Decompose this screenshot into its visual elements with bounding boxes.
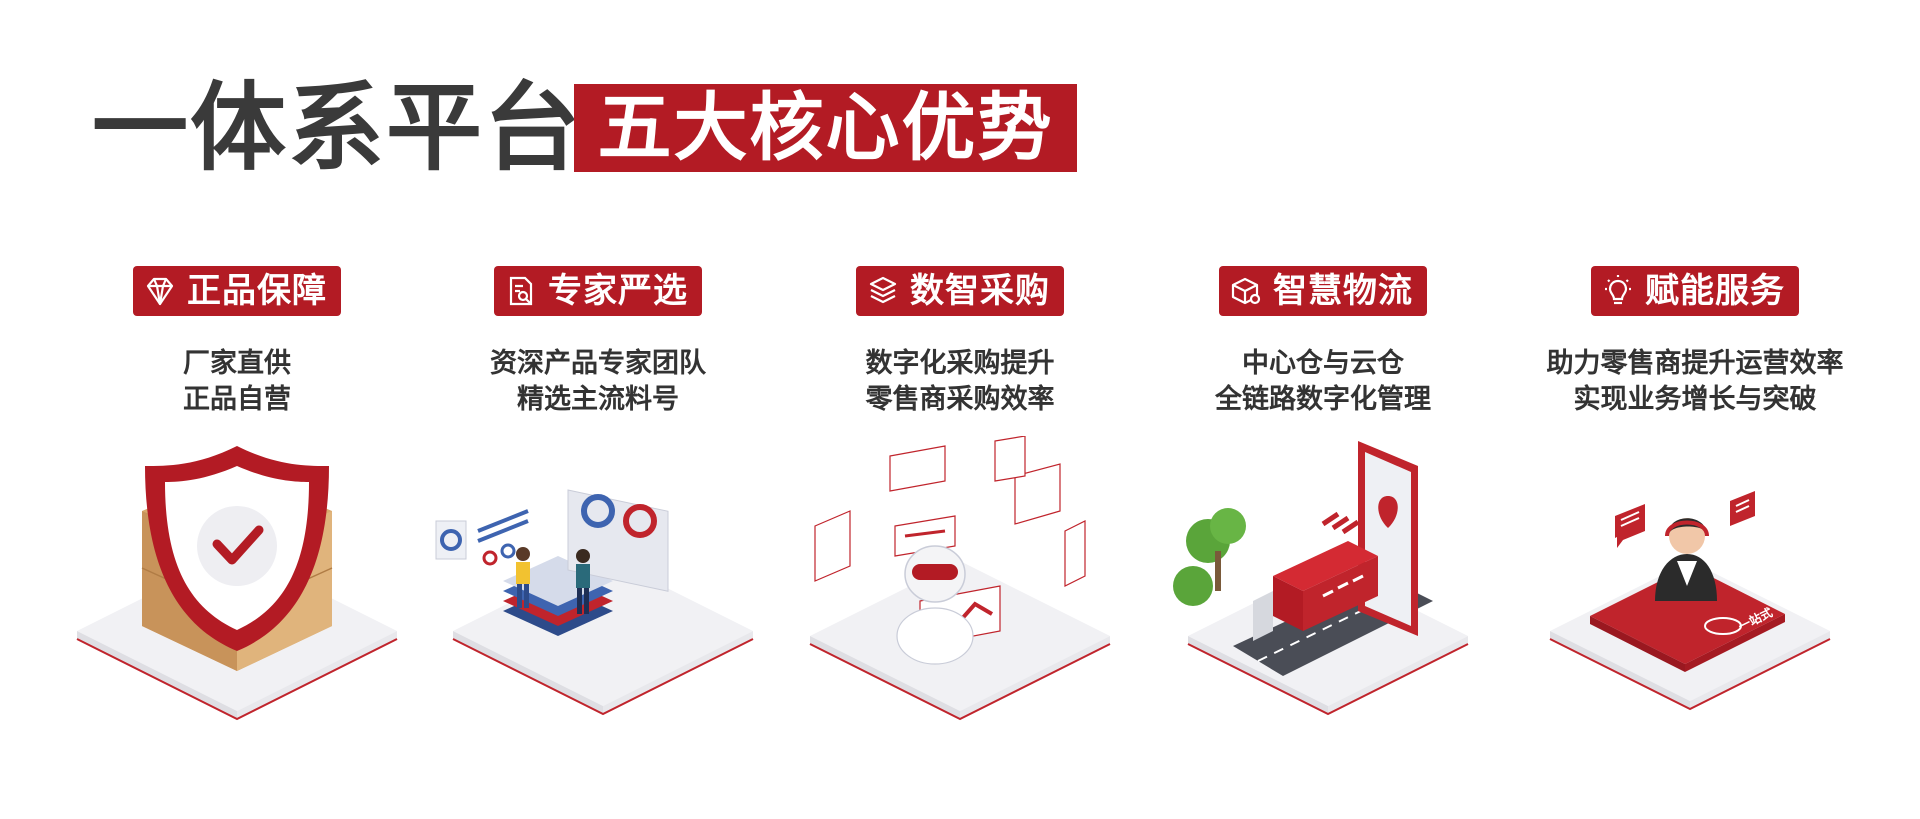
robot-screens-illustration (809, 436, 1111, 721)
desc-line: 中心仓与云仓 (1242, 348, 1404, 379)
desc-line: 资深产品专家团队 (490, 348, 706, 379)
desc-line: 实现业务增长与突破 (1573, 384, 1817, 415)
feature-badge: 数智采购 (856, 266, 1064, 316)
feature-description: 资深产品专家团队 精选主流料号 (408, 346, 788, 418)
feature-badge: 赋能服务 (1591, 266, 1799, 316)
desc-line: 零售商采购效率 (865, 384, 1055, 415)
headline-tag: 五大核心优势 (574, 84, 1077, 172)
lightbulb-icon (1601, 274, 1635, 308)
feature-label: 正品保障 (187, 271, 327, 311)
feature-description: 厂家直供 正品自营 (47, 346, 427, 418)
customer-service-illustration: 一站式 (1549, 491, 1831, 711)
desc-line: 全链路数字化管理 (1215, 384, 1431, 415)
document-search-icon (504, 274, 538, 308)
feature-label: 数智采购 (910, 271, 1050, 311)
feature-authentic: 正品保障 厂家直供 正品自营 (47, 266, 427, 766)
feature-smart-logistics: 智慧物流 中心仓与云仓 全链路数字化管理 (1133, 266, 1513, 766)
feature-digital-procurement: 数智采购 数字化采购提升 零售商采购效率 (770, 266, 1150, 766)
desc-line: 正品自营 (183, 384, 291, 415)
feature-badge: 正品保障 (133, 266, 341, 316)
desc-line: 数字化采购提升 (865, 348, 1055, 379)
feature-description: 数字化采购提升 零售商采购效率 (770, 346, 1150, 418)
diamond-icon (143, 274, 177, 308)
headline-title: 一体系平台 (92, 72, 582, 184)
feature-label: 智慧物流 (1273, 271, 1413, 311)
feature-label: 专家严选 (548, 271, 688, 311)
feature-empowerment-service: 赋能服务 助力零售商提升运营效率 实现业务增长与突破 一站式 (1505, 266, 1885, 766)
phone-truck-illustration (1173, 441, 1469, 716)
experts-dashboard-illustration (435, 489, 754, 716)
feature-description: 助力零售商提升运营效率 实现业务增长与突破 (1505, 346, 1885, 418)
feature-label: 赋能服务 (1645, 271, 1785, 311)
desc-line: 厂家直供 (183, 348, 291, 379)
feature-badge: 专家严选 (494, 266, 702, 316)
page-headline: 一体系平台 五大核心优势 (92, 72, 1077, 184)
feature-description: 中心仓与云仓 全链路数字化管理 (1133, 346, 1513, 418)
stacked-data-icon (866, 274, 900, 308)
feature-badge: 智慧物流 (1219, 266, 1427, 316)
desc-line: 助力零售商提升运营效率 (1546, 348, 1844, 379)
feature-expert-selection: 专家严选 资深产品专家团队 精选主流料号 (408, 266, 788, 766)
package-icon (1229, 274, 1263, 308)
desc-line: 精选主流料号 (517, 384, 679, 415)
shield-check-illustration (76, 446, 398, 721)
